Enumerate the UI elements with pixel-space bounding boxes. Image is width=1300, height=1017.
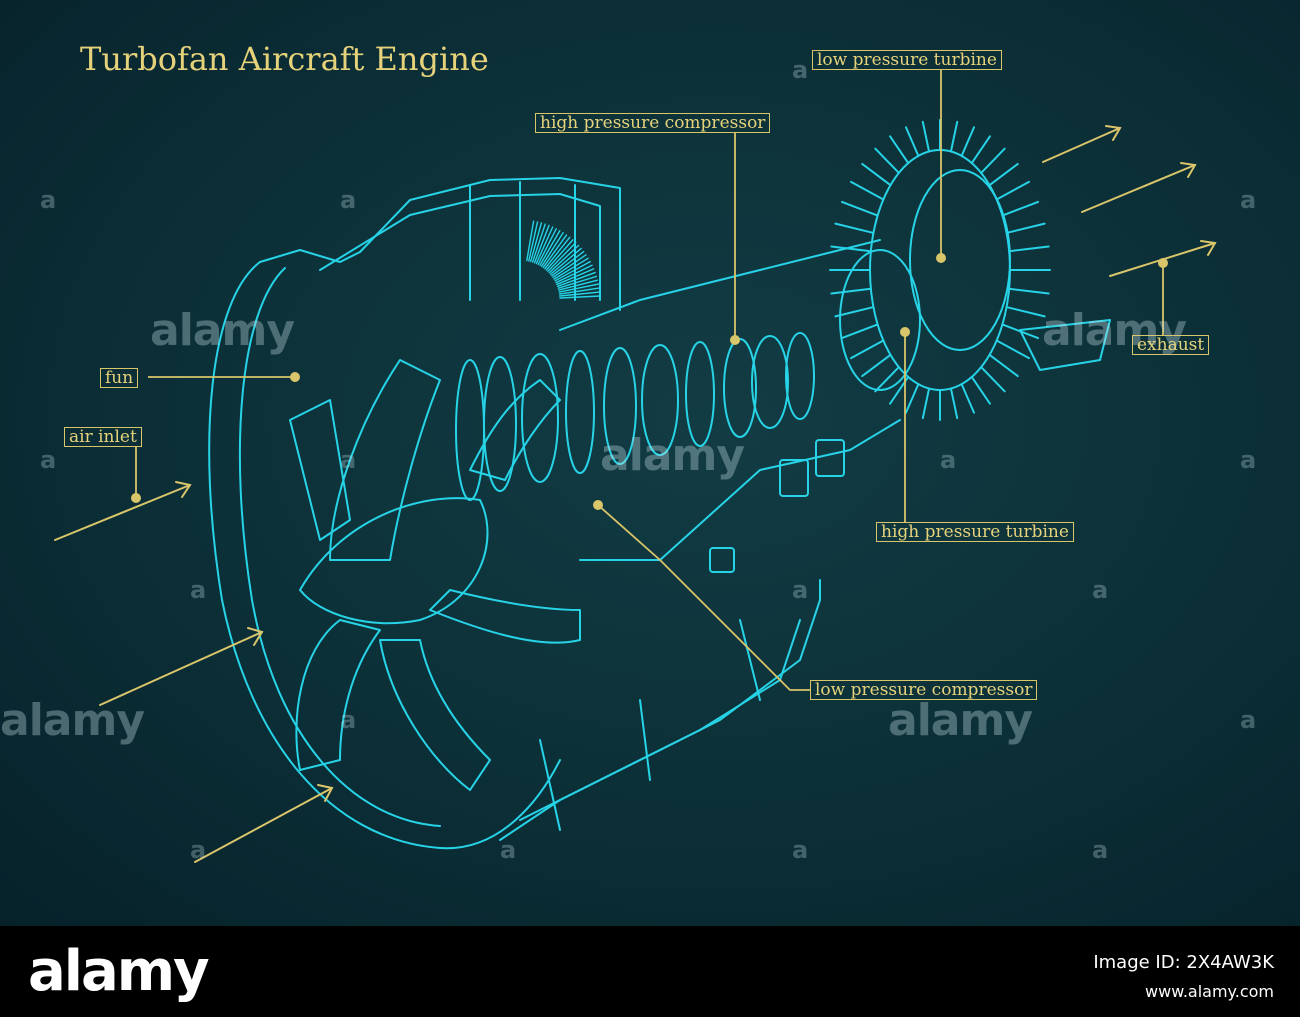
arrow-inlet-2 bbox=[99, 627, 264, 706]
nacelle-inlet-lip bbox=[208, 261, 561, 850]
flow-arrows bbox=[54, 125, 1217, 863]
accessory-box-3 bbox=[709, 547, 735, 573]
core-casing-top bbox=[559, 239, 881, 331]
watermark-text: alamy bbox=[600, 430, 745, 481]
nacelle-top-rib bbox=[469, 181, 576, 301]
footer-image-id: Image ID: 2X4AW3K bbox=[1093, 952, 1274, 973]
watermark-mark: a bbox=[500, 836, 517, 864]
watermark-mark: a bbox=[1240, 446, 1257, 474]
blueprint-canvas: alamy alamy alamy alamy alamy a a a a a … bbox=[0, 0, 1300, 926]
leader-lpc bbox=[597, 504, 810, 691]
label-low-pressure-turbine: low pressure turbine bbox=[812, 50, 1002, 70]
arrow-exhaust-2 bbox=[1081, 162, 1197, 213]
watermark-text: alamy bbox=[888, 695, 1033, 746]
nacelle-bottom-inner bbox=[519, 619, 801, 821]
watermark-mark: a bbox=[190, 576, 207, 604]
leader-dots bbox=[131, 253, 1168, 510]
spinner-cone bbox=[299, 497, 489, 625]
watermark-mark: a bbox=[792, 836, 809, 864]
watermark-mark: a bbox=[340, 446, 357, 474]
watermark-mark: a bbox=[1092, 576, 1109, 604]
arrow-inlet-1 bbox=[54, 481, 192, 541]
label-high-pressure-compressor: high pressure compressor bbox=[535, 113, 771, 133]
leader-lines bbox=[135, 70, 1164, 691]
dot-air-inlet bbox=[131, 493, 141, 503]
watermark-mark: a bbox=[1092, 836, 1109, 864]
footer-bar: alamy Image ID: 2X4AW3K www.alamy.com bbox=[0, 926, 1300, 1017]
watermark-text: alamy bbox=[0, 695, 145, 746]
exhaust-cone bbox=[1019, 319, 1111, 371]
core-casing-bottom bbox=[579, 419, 901, 561]
nacelle-top bbox=[259, 177, 621, 311]
label-fun: fun bbox=[100, 368, 139, 388]
fan-blades bbox=[289, 359, 581, 791]
watermark-mark: a bbox=[40, 446, 57, 474]
nacelle-bottom-rib bbox=[539, 619, 761, 831]
label-exhaust: exhaust bbox=[1132, 335, 1210, 355]
label-air-inlet: air inlet bbox=[64, 427, 142, 447]
watermark-mark: a bbox=[1240, 706, 1257, 734]
watermark-mark: a bbox=[340, 186, 357, 214]
dot-hpc bbox=[730, 335, 740, 345]
watermark-text: alamy bbox=[1042, 305, 1187, 356]
dot-fun bbox=[290, 372, 300, 382]
page-title: Turbofan Aircraft Engine bbox=[80, 40, 489, 78]
watermark-mark: a bbox=[940, 446, 957, 474]
compressor-stages bbox=[455, 332, 815, 501]
rear-fan-blades bbox=[526, 220, 601, 299]
footer-url: www.alamy.com bbox=[1145, 982, 1274, 1001]
engine-linework bbox=[208, 119, 1111, 850]
dot-lpt bbox=[936, 253, 946, 263]
turbine-disk bbox=[829, 119, 1051, 421]
nacelle-bottom bbox=[499, 579, 821, 841]
nacelle-top-inner bbox=[319, 193, 601, 301]
accessory-box-1 bbox=[779, 459, 809, 497]
arrow-exhaust-1 bbox=[1042, 125, 1122, 163]
footer-logo: alamy bbox=[28, 939, 210, 1004]
watermark-mark: a bbox=[1240, 186, 1257, 214]
engine-drawing bbox=[54, 70, 1217, 863]
arrow-inlet-3 bbox=[194, 784, 334, 863]
dot-hpt bbox=[900, 327, 910, 337]
dot-lpc bbox=[593, 500, 603, 510]
watermark-mark: a bbox=[40, 186, 57, 214]
label-low-pressure-compressor: low pressure compressor bbox=[810, 680, 1038, 700]
arrow-exhaust-3 bbox=[1109, 240, 1217, 277]
watermark-text: alamy bbox=[150, 305, 295, 356]
label-high-pressure-turbine: high pressure turbine bbox=[876, 522, 1074, 542]
watermark-mark: a bbox=[340, 706, 357, 734]
watermark-mark: a bbox=[190, 836, 207, 864]
watermark-mark: a bbox=[792, 576, 809, 604]
nacelle-inner-lip bbox=[238, 267, 441, 827]
accessory-box-2 bbox=[815, 439, 845, 477]
watermark-mark: a bbox=[792, 56, 809, 84]
